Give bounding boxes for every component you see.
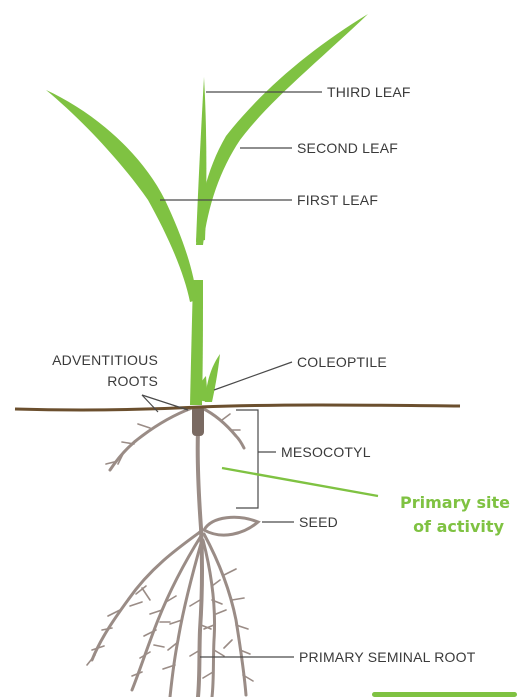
root-system (87, 408, 253, 697)
seed (204, 517, 258, 535)
shoot (46, 14, 368, 405)
bracket-mesocotyl (236, 410, 276, 508)
second-leaf (196, 14, 368, 245)
leader-coleoptile (214, 362, 292, 390)
label-second-leaf: SECOND LEAF (297, 140, 398, 156)
first-leaf (46, 90, 197, 302)
label-first-leaf: FIRST LEAF (297, 192, 378, 208)
soil-line (15, 405, 460, 410)
accent-bar (372, 692, 517, 697)
label-mesocotyl: MESOCOTYL (281, 444, 371, 460)
seminal-root-right-2 (203, 540, 215, 697)
highlight-line1: Primary site (400, 493, 510, 512)
label-primary-seminal-root: PRIMARY SEMINAL ROOT (299, 649, 476, 665)
leader-primary-site (222, 468, 378, 496)
adventitious-root-left (110, 408, 192, 470)
label-adventitious-roots-line2: ROOTS (107, 373, 158, 389)
seminal-root-left-1 (92, 532, 200, 660)
highlight-line2: of activity (413, 517, 505, 536)
leader-lines (142, 92, 322, 657)
mesocotyl (192, 406, 204, 436)
adventitious-root-right (202, 408, 244, 448)
seminal-root-right-1 (204, 534, 246, 695)
label-adventitious-roots-line1: ADVENTITIOUS (52, 352, 158, 368)
label-seed: SEED (299, 514, 338, 530)
label-third-leaf: THIRD LEAF (327, 84, 411, 100)
label-coleoptile: COLEOPTILE (297, 354, 387, 370)
